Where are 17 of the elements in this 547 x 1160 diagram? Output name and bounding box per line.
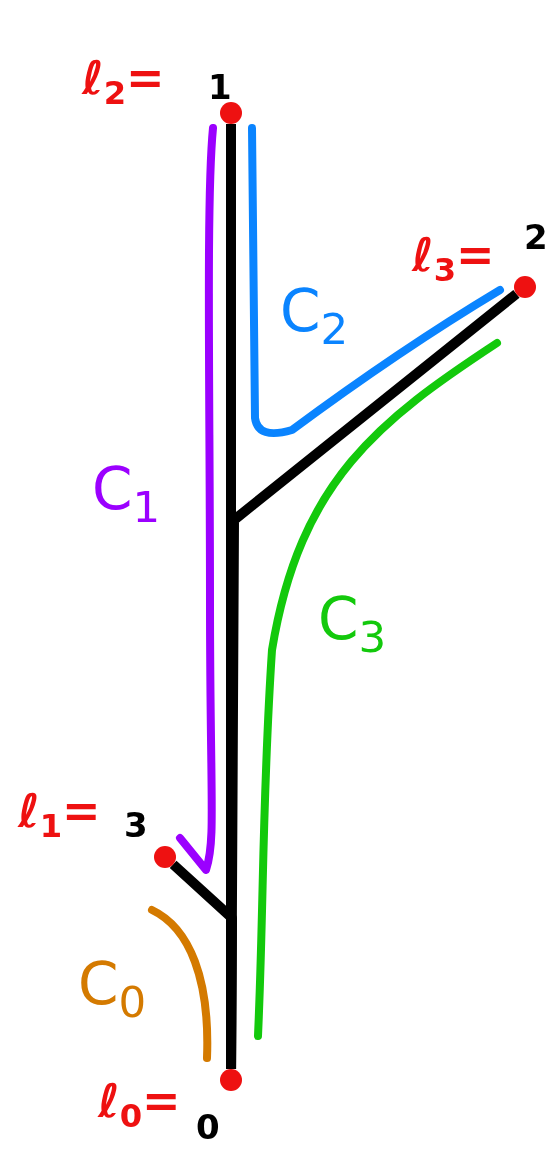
leaf-label: ℓ$_{0}$= xyxy=(98,1078,181,1133)
leaf-dot xyxy=(220,102,242,124)
leaf-index: 2 xyxy=(524,220,547,254)
leaf-index: 3 xyxy=(124,808,148,842)
leaf-index: 0 xyxy=(196,1110,220,1144)
leaf-index: 1 xyxy=(208,70,232,104)
leaf-label: ℓ$_{3}$= xyxy=(412,232,495,287)
leaf-label: ℓ$_{2}$= xyxy=(82,55,165,110)
curve-label: C$_{2}$ xyxy=(280,282,349,352)
leaf-label: ℓ$_{1}$= xyxy=(18,788,101,843)
leaf-dot xyxy=(514,276,536,298)
curve-label: C$_{3}$ xyxy=(318,590,387,660)
curve-label: C$_{1}$ xyxy=(92,460,161,530)
tree-branch-line xyxy=(169,860,237,1070)
curve-label: C$_{0}$ xyxy=(78,955,147,1025)
leaf-dot xyxy=(154,846,176,868)
leaf-dot xyxy=(220,1069,242,1091)
